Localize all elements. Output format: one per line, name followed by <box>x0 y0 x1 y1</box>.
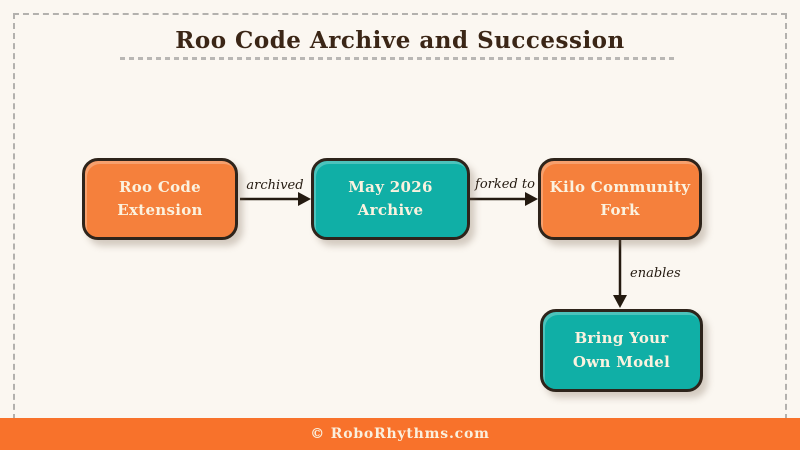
page-title: Roo Code Archive and Succession <box>175 27 625 54</box>
edge-archived-label: archived <box>246 178 303 193</box>
edge-enables-label: enables <box>630 266 681 281</box>
node-label: Roo Code Extension <box>117 177 203 219</box>
node-may-2026-archive: May 2026 Archive <box>311 158 470 240</box>
node-bring-your-own-model: Bring Your Own Model <box>540 309 703 392</box>
node-label: Bring Your Own Model <box>572 329 671 371</box>
edge-enables-arrowhead-icon <box>613 295 627 308</box>
node-label: Kilo Community Fork <box>549 177 691 219</box>
title-dashed-underline <box>120 57 678 60</box>
edge-archived-arrowhead-icon <box>298 192 311 206</box>
edge-forked-to-arrowhead-icon <box>525 192 538 206</box>
footer-bar: © RoboRhythms.com <box>0 418 800 450</box>
footer-copyright-text: © RoboRhythms.com <box>310 426 490 442</box>
node-roo-code-extension: Roo Code Extension <box>82 158 238 240</box>
node-label: May 2026 Archive <box>348 177 433 219</box>
node-kilo-community-fork: Kilo Community Fork <box>538 158 702 240</box>
edge-forked-to-label: forked to <box>474 177 535 192</box>
